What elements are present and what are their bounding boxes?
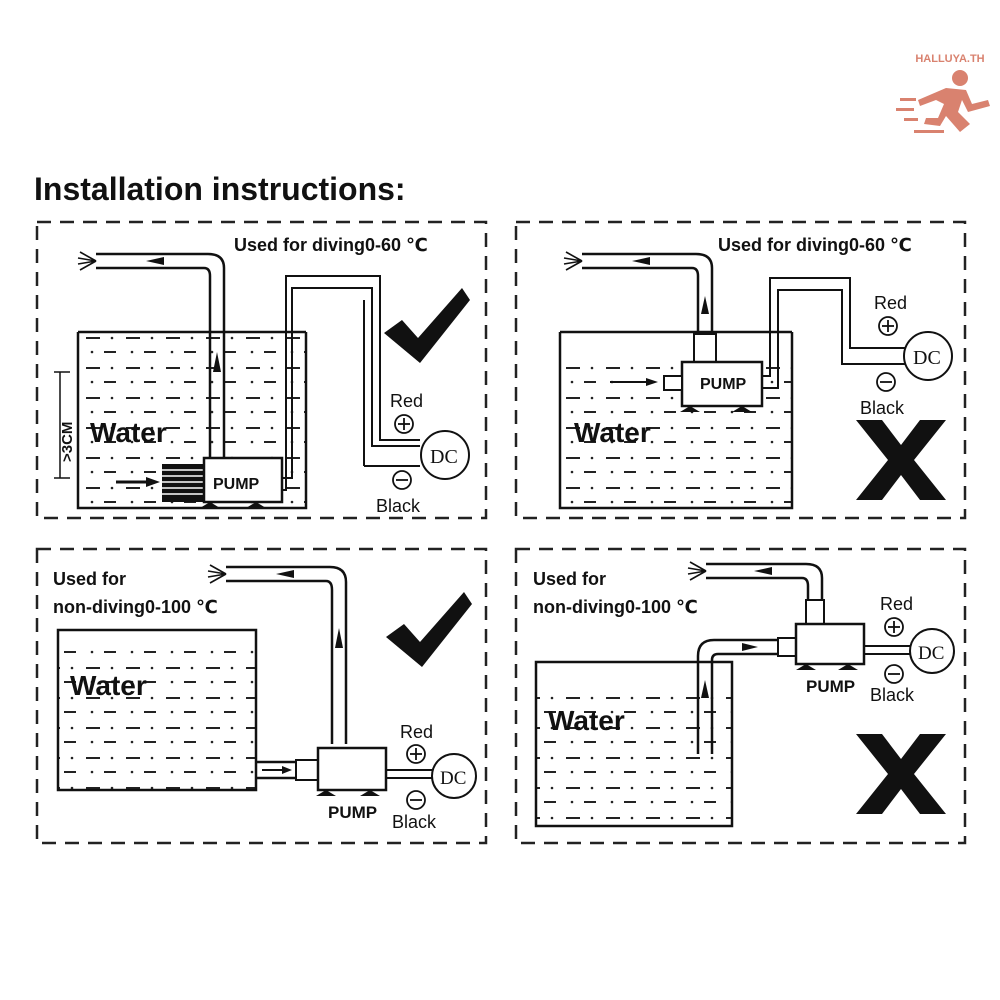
panel-suction-incorrect: Used for non-diving0-100 ℃ Water PUMP [514, 547, 967, 845]
dc-supply [903, 331, 953, 381]
cross-icon [856, 734, 946, 814]
checkmark-icon [384, 288, 470, 363]
inflow-arrow [116, 477, 160, 487]
checkmark-icon [386, 592, 472, 667]
pump-label: PUMP [213, 476, 260, 493]
plus-icon [394, 414, 414, 434]
water-tank [534, 660, 734, 828]
inlet-pipe [256, 759, 319, 781]
power-cable [762, 277, 910, 389]
minus-icon [406, 790, 426, 810]
page-title: Installation instructions: [34, 171, 406, 207]
runner-icon [896, 70, 990, 133]
pump-body [316, 746, 388, 796]
inflow-arrow [610, 378, 658, 386]
cross-icon [856, 420, 946, 500]
panel-1-caption: Used for diving0-60 ℃ [234, 235, 428, 255]
power-cable [864, 645, 912, 655]
suction-pipe [696, 637, 797, 754]
red-label: Red [880, 594, 913, 614]
water-label: Water [548, 705, 625, 736]
power-cable [282, 275, 420, 491]
dc-label: DC [440, 768, 466, 789]
panel-4-caption-line1: Used for [533, 569, 606, 589]
water-label: Water [90, 417, 167, 448]
dc-label: DC [913, 347, 941, 369]
dc-supply [431, 753, 477, 799]
panel-floating-incorrect: Used for diving0-60 ℃ Water PUMP DC [514, 220, 967, 520]
pump-body [794, 622, 866, 670]
depth-indicator: >3CM [54, 371, 76, 479]
outlet-pipe [77, 251, 226, 460]
black-label: Black [860, 398, 905, 418]
red-label: Red [400, 722, 433, 742]
water-tank [56, 628, 258, 792]
panel-submerged-correct: Used for diving0-60 ℃ Water >3CM [35, 220, 488, 520]
plus-icon [878, 316, 898, 336]
dc-label: DC [430, 446, 458, 468]
pump-label: PUMP [328, 803, 377, 822]
power-cable [386, 769, 432, 779]
logo-text: HALLUYA.TH [915, 53, 984, 65]
outlet-pipe [207, 564, 348, 744]
dc-supply [909, 628, 955, 674]
red-label: Red [390, 391, 423, 411]
red-label: Red [874, 293, 907, 313]
black-label: Black [392, 812, 437, 832]
water-label: Water [70, 670, 147, 701]
panel-4-caption-line2: non-diving0-100 ℃ [533, 597, 698, 617]
outlet-pipe [687, 561, 825, 625]
minus-icon [876, 372, 896, 392]
panel-inline-correct: Used for non-diving0-100 ℃ Water PUMP [35, 547, 488, 845]
panel-3-caption-line1: Used for [53, 569, 126, 589]
pump-label: PUMP [700, 376, 747, 393]
pump-body [663, 360, 764, 412]
pump-body [162, 456, 284, 508]
dc-label: DC [918, 643, 944, 664]
dc-supply [420, 430, 470, 480]
black-label: Black [870, 685, 915, 705]
depth-label: >3CM [59, 422, 76, 462]
black-label: Black [376, 496, 421, 516]
minus-icon [392, 470, 412, 490]
minus-icon [884, 664, 904, 684]
panel-3-caption-line2: non-diving0-100 ℃ [53, 597, 218, 617]
plus-icon [406, 744, 426, 764]
outlet-pipe [563, 251, 717, 363]
plus-icon [884, 617, 904, 637]
panel-2-caption: Used for diving0-60 ℃ [718, 235, 912, 255]
brand-logo: HALLUYA.TH [896, 53, 990, 133]
water-label: Water [574, 417, 651, 448]
pump-label: PUMP [806, 677, 855, 696]
